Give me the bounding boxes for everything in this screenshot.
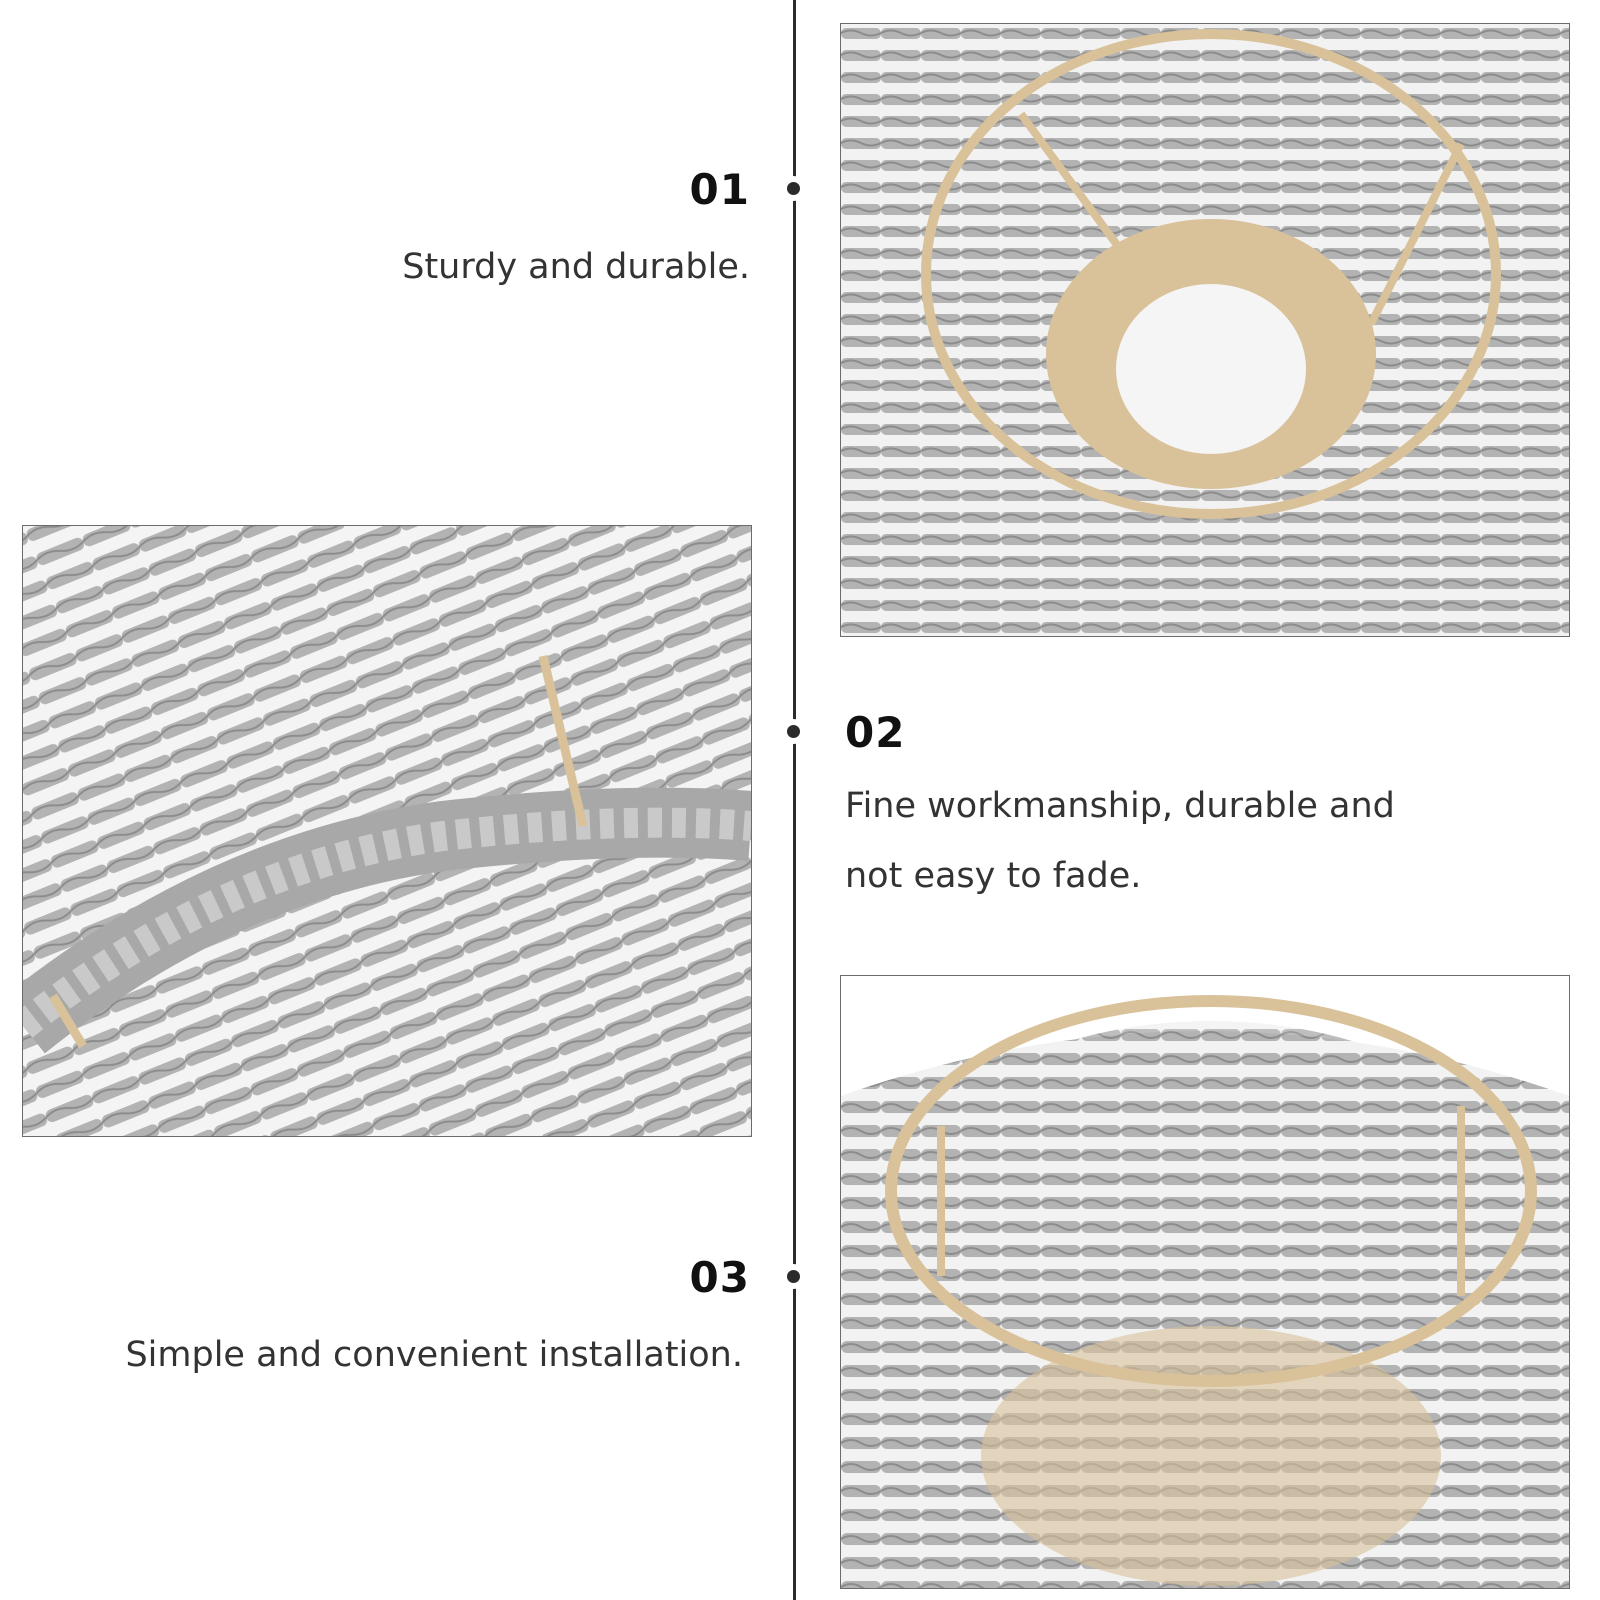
woven-lampshade-illustration — [841, 24, 1569, 636]
feature-text-03: Simple and convenient installation. — [125, 1335, 743, 1375]
feature-number-02: 02 — [845, 708, 906, 757]
timeline-dot-01 — [781, 176, 806, 201]
timeline-dot-03 — [781, 1264, 806, 1289]
product-photo-rim-closeup — [22, 525, 752, 1137]
woven-rim-illustration — [23, 526, 751, 1136]
feature-text-02-line2: not easy to fade. — [845, 856, 1142, 896]
woven-lampshade-top-illustration — [841, 976, 1569, 1588]
timeline-line — [793, 0, 796, 1600]
feature-number-01: 01 — [689, 165, 750, 214]
timeline-dot-02 — [781, 719, 806, 744]
feature-text-02-line1: Fine workmanship, durable and — [845, 786, 1395, 826]
product-photo-lampshade-interior — [840, 23, 1570, 637]
product-photo-lampshade-top — [840, 975, 1570, 1589]
feature-number-03: 03 — [689, 1253, 750, 1302]
feature-text-01: Sturdy and durable. — [402, 247, 750, 287]
